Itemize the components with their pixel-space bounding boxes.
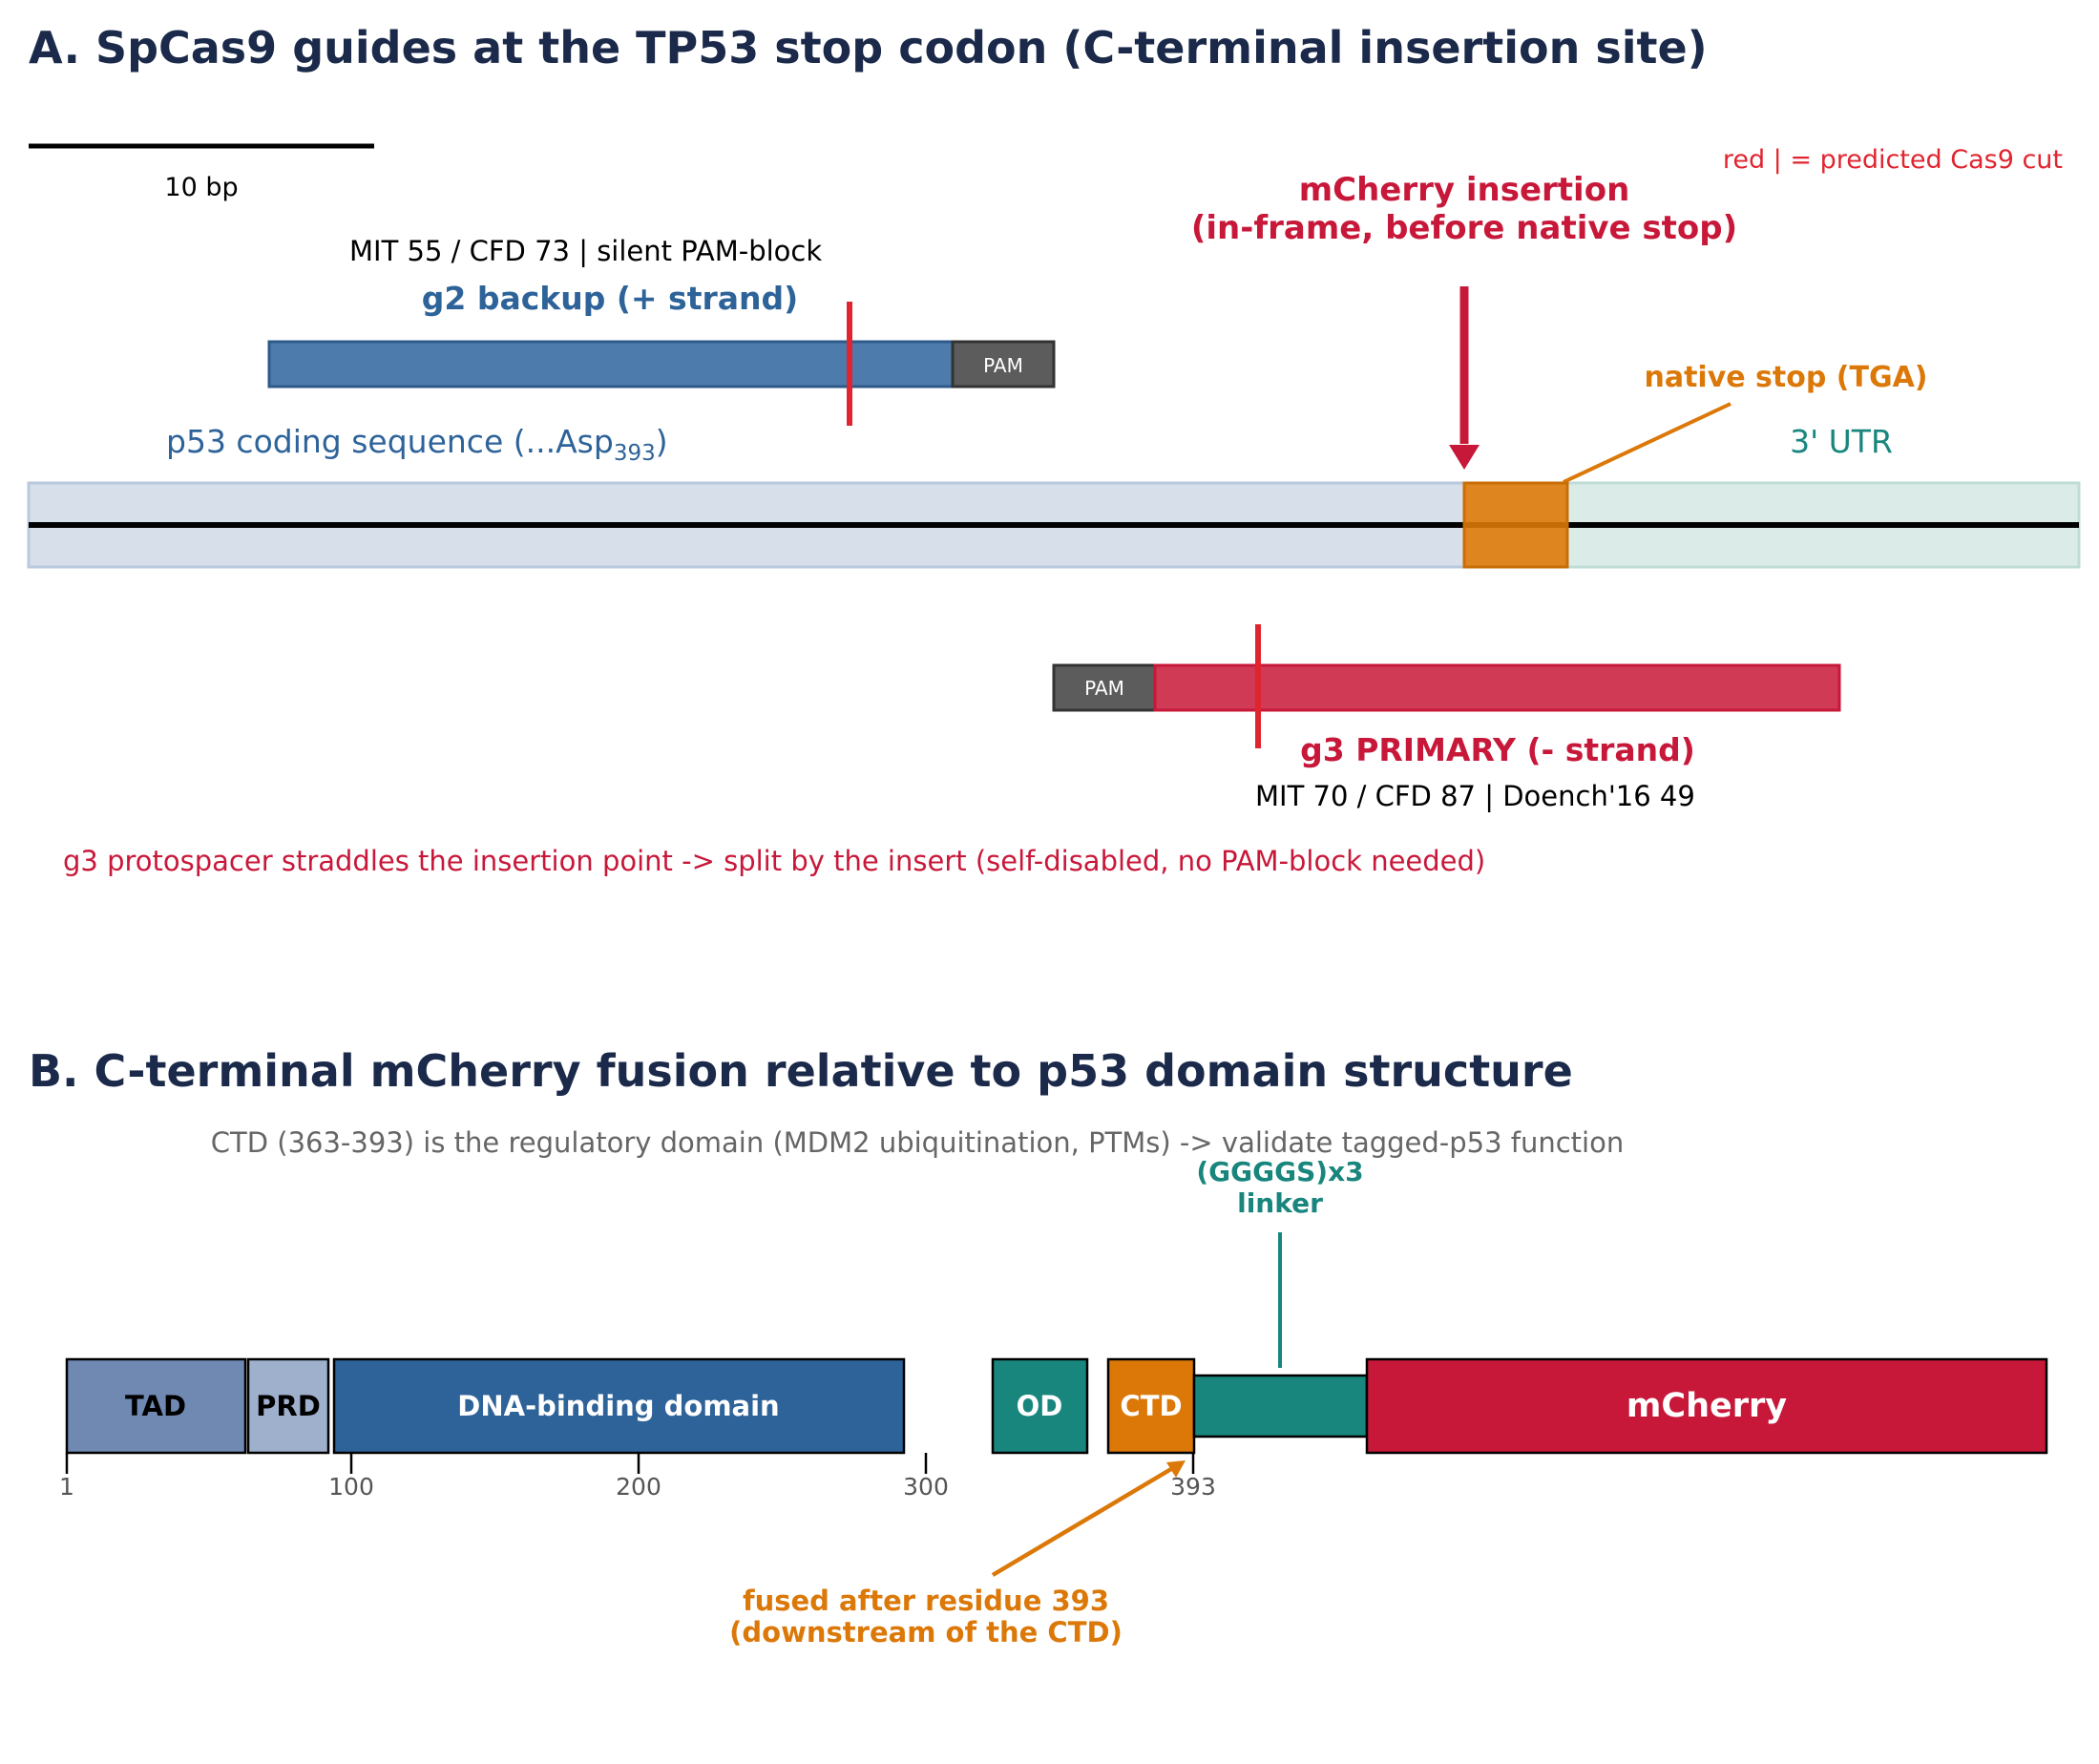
linker-label-line2: linker xyxy=(1237,1187,1323,1219)
domain-prd-label: PRD xyxy=(256,1390,321,1422)
g2-label: g2 backup (+ strand) xyxy=(422,280,798,317)
g2-pam-label: PAM xyxy=(983,354,1023,377)
domain-dbd-label: DNA-binding domain xyxy=(457,1390,779,1422)
g3-note: g3 protospacer straddles the insertion p… xyxy=(63,845,1485,877)
panel-b-subtitle: CTD (363-393) is the regulatory domain (… xyxy=(211,1126,1625,1159)
tick-label-300: 300 xyxy=(903,1473,949,1501)
panel-a-title: A. SpCas9 guides at the TP53 stop codon … xyxy=(29,22,1708,74)
panel-b-title: B. C-terminal mCherry fusion relative to… xyxy=(29,1045,1573,1097)
g3-pam-label: PAM xyxy=(1084,677,1124,700)
mcherry-domain xyxy=(1365,1357,2048,1455)
domain-ctd xyxy=(1106,1357,1196,1455)
g2-pam-box xyxy=(951,340,1056,388)
fusion-arrow xyxy=(991,1464,1178,1577)
domain-tad xyxy=(65,1357,247,1455)
domain-tad-label: TAD xyxy=(125,1390,186,1422)
cds-label: p53 coding sequence (...Asp393) xyxy=(166,423,668,466)
native-stop-codon xyxy=(1462,481,1569,569)
scale-bar-label: 10 bp xyxy=(164,173,238,202)
tick-label-200: 200 xyxy=(616,1473,661,1501)
g2-scores: MIT 55 / CFD 73 | silent PAM-block xyxy=(349,235,822,267)
mcherry-label: mCherry xyxy=(1627,1387,1787,1425)
g3-protospacer xyxy=(1153,663,1841,712)
linker-label-line1: (GGGGS)x3 xyxy=(1196,1156,1363,1187)
utr-label: 3' UTR xyxy=(1790,423,1893,460)
native-stop-label: native stop (TGA) xyxy=(1644,361,1927,394)
insertion-label-line2: (in-frame, before native stop) xyxy=(1191,209,1737,247)
domain-od-label: OD xyxy=(1017,1390,1063,1422)
g3-label: g3 PRIMARY (- strand) xyxy=(1300,731,1695,768)
domain-ctd-label: CTD xyxy=(1120,1390,1182,1422)
g3-scores: MIT 70 / CFD 87 | Doench'16 49 xyxy=(1255,780,1695,812)
domain-od xyxy=(991,1357,1089,1455)
domain-prd xyxy=(246,1357,330,1455)
fusion-note-line1: fused after residue 393 xyxy=(743,1585,1109,1617)
cut-legend: red | = predicted Cas9 cut xyxy=(1723,145,2063,175)
tick-label-393: 393 xyxy=(1170,1473,1216,1501)
fusion-note-line2: (downstream of the CTD) xyxy=(729,1616,1123,1648)
linker-segment xyxy=(1192,1374,1369,1438)
insertion-arrow-head xyxy=(1449,445,1480,470)
tick-label-1: 1 xyxy=(59,1473,74,1501)
fusion-arrow-head xyxy=(1166,1460,1186,1478)
domain-dbd xyxy=(332,1357,906,1455)
insertion-label-line1: mCherry insertion xyxy=(1299,171,1630,209)
native-stop-leader xyxy=(1563,402,1732,484)
tick-label-100: 100 xyxy=(328,1473,374,1501)
